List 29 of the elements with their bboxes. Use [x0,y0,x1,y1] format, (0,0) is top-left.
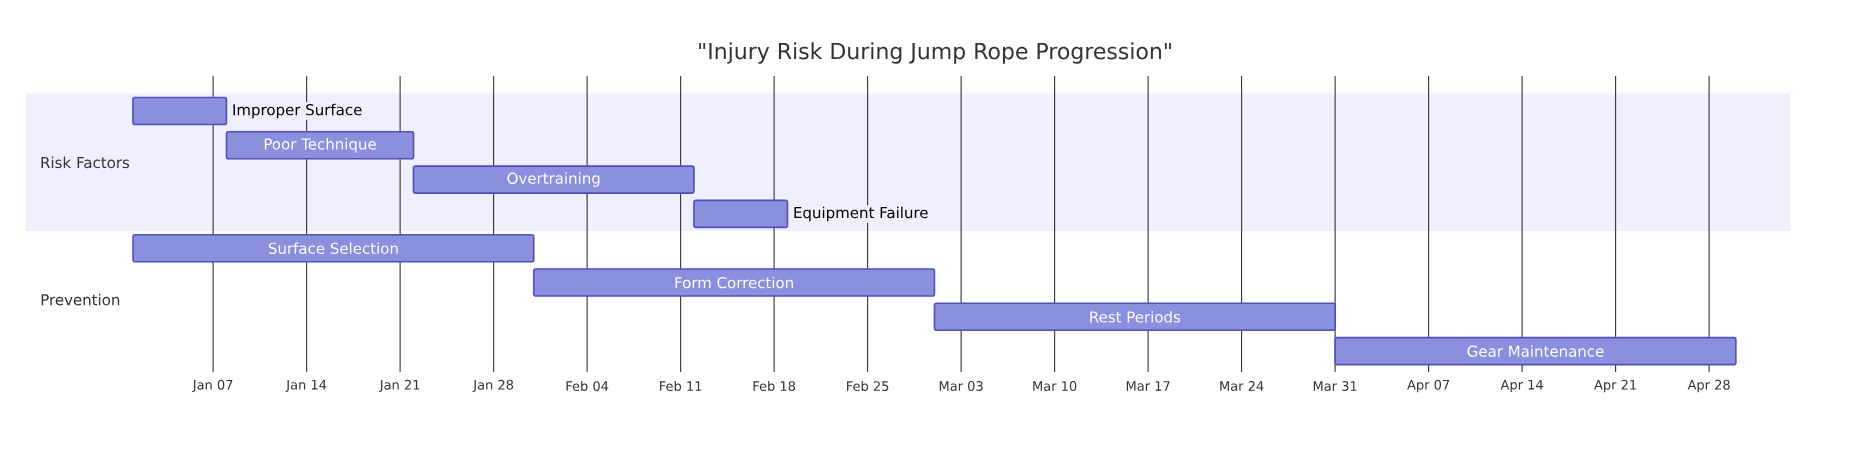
axis-tick-label: Mar 03 [939,381,983,391]
axis-tick-label: Apr 07 [1407,379,1450,393]
axis-tick-label: Mar 10 [1033,381,1077,391]
task-bar: Form Correction [532,268,936,297]
axis-tick-label: Apr 14 [1500,379,1543,393]
section-label: Prevention [41,293,120,306]
task-bar: Surface Selection [132,233,535,263]
axis-tick-label: Mar 17 [1126,381,1170,391]
task-label: Equipment Failure [791,205,930,223]
task-bar: Rest Periods [933,302,1336,332]
axis-tick-label: Feb 11 [660,380,702,392]
task-bar [693,199,789,229]
task-bar: Overtraining [412,165,695,194]
axis-tick-label: Feb 04 [566,380,609,392]
axis-tick-label: Apr 21 [1594,379,1636,393]
axis-tick-label: Mar 31 [1313,381,1357,391]
axis-tick-label: Jan 28 [472,379,514,393]
axis-tick-label: Apr 28 [1687,379,1730,393]
axis-tick-label: Jan 14 [285,379,327,393]
task-bar: Gear Maintenance [1334,336,1737,366]
axis-tick-label: Jan 21 [379,379,420,393]
task-label: Improper Surface [230,102,364,120]
axis-tick-label: Mar 24 [1220,381,1264,391]
task-bar: Poor Technique [225,131,415,160]
task-bar [132,96,228,126]
axis-tick-label: Feb 25 [847,380,889,392]
chart-title: "Injury Risk During Jump Rope Progression" [699,42,1171,64]
axis-tick-label: Feb 18 [753,380,796,392]
axis-tick-label: Jan 07 [192,379,233,393]
